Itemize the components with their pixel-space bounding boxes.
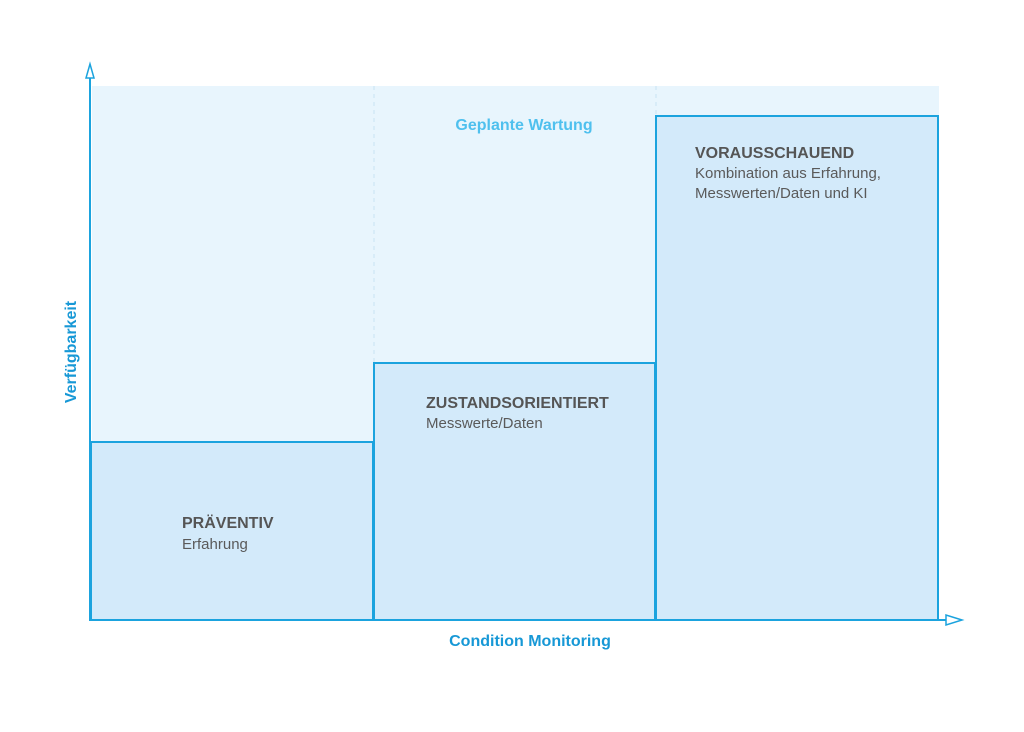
step-block-predictive <box>655 115 939 621</box>
x-axis-label: Condition Monitoring <box>449 633 611 650</box>
step-description-preventive: Erfahrung <box>182 536 248 553</box>
step-description-predictive-line-1: Kombination aus Erfahrung, <box>695 165 881 182</box>
step-description-condition-based: Messwerte/Daten <box>426 415 543 432</box>
top-label: Geplante Wartung <box>455 117 592 134</box>
step-block-preventive <box>90 441 374 621</box>
step-title-condition-based: ZUSTANDSORIENTIERT <box>426 395 609 412</box>
step-description-predictive-line-2: Messwerten/Daten und KI <box>695 185 868 202</box>
y-axis-label: Verfügbarkeit <box>63 300 80 403</box>
step-block-condition-based <box>373 362 656 621</box>
step-title-preventive: PRÄVENTIV <box>182 514 274 532</box>
step-title-predictive: VORAUSSCHAUEND <box>695 145 854 162</box>
y-axis-arrow-icon <box>85 61 95 79</box>
x-axis-arrow-icon <box>945 613 965 627</box>
